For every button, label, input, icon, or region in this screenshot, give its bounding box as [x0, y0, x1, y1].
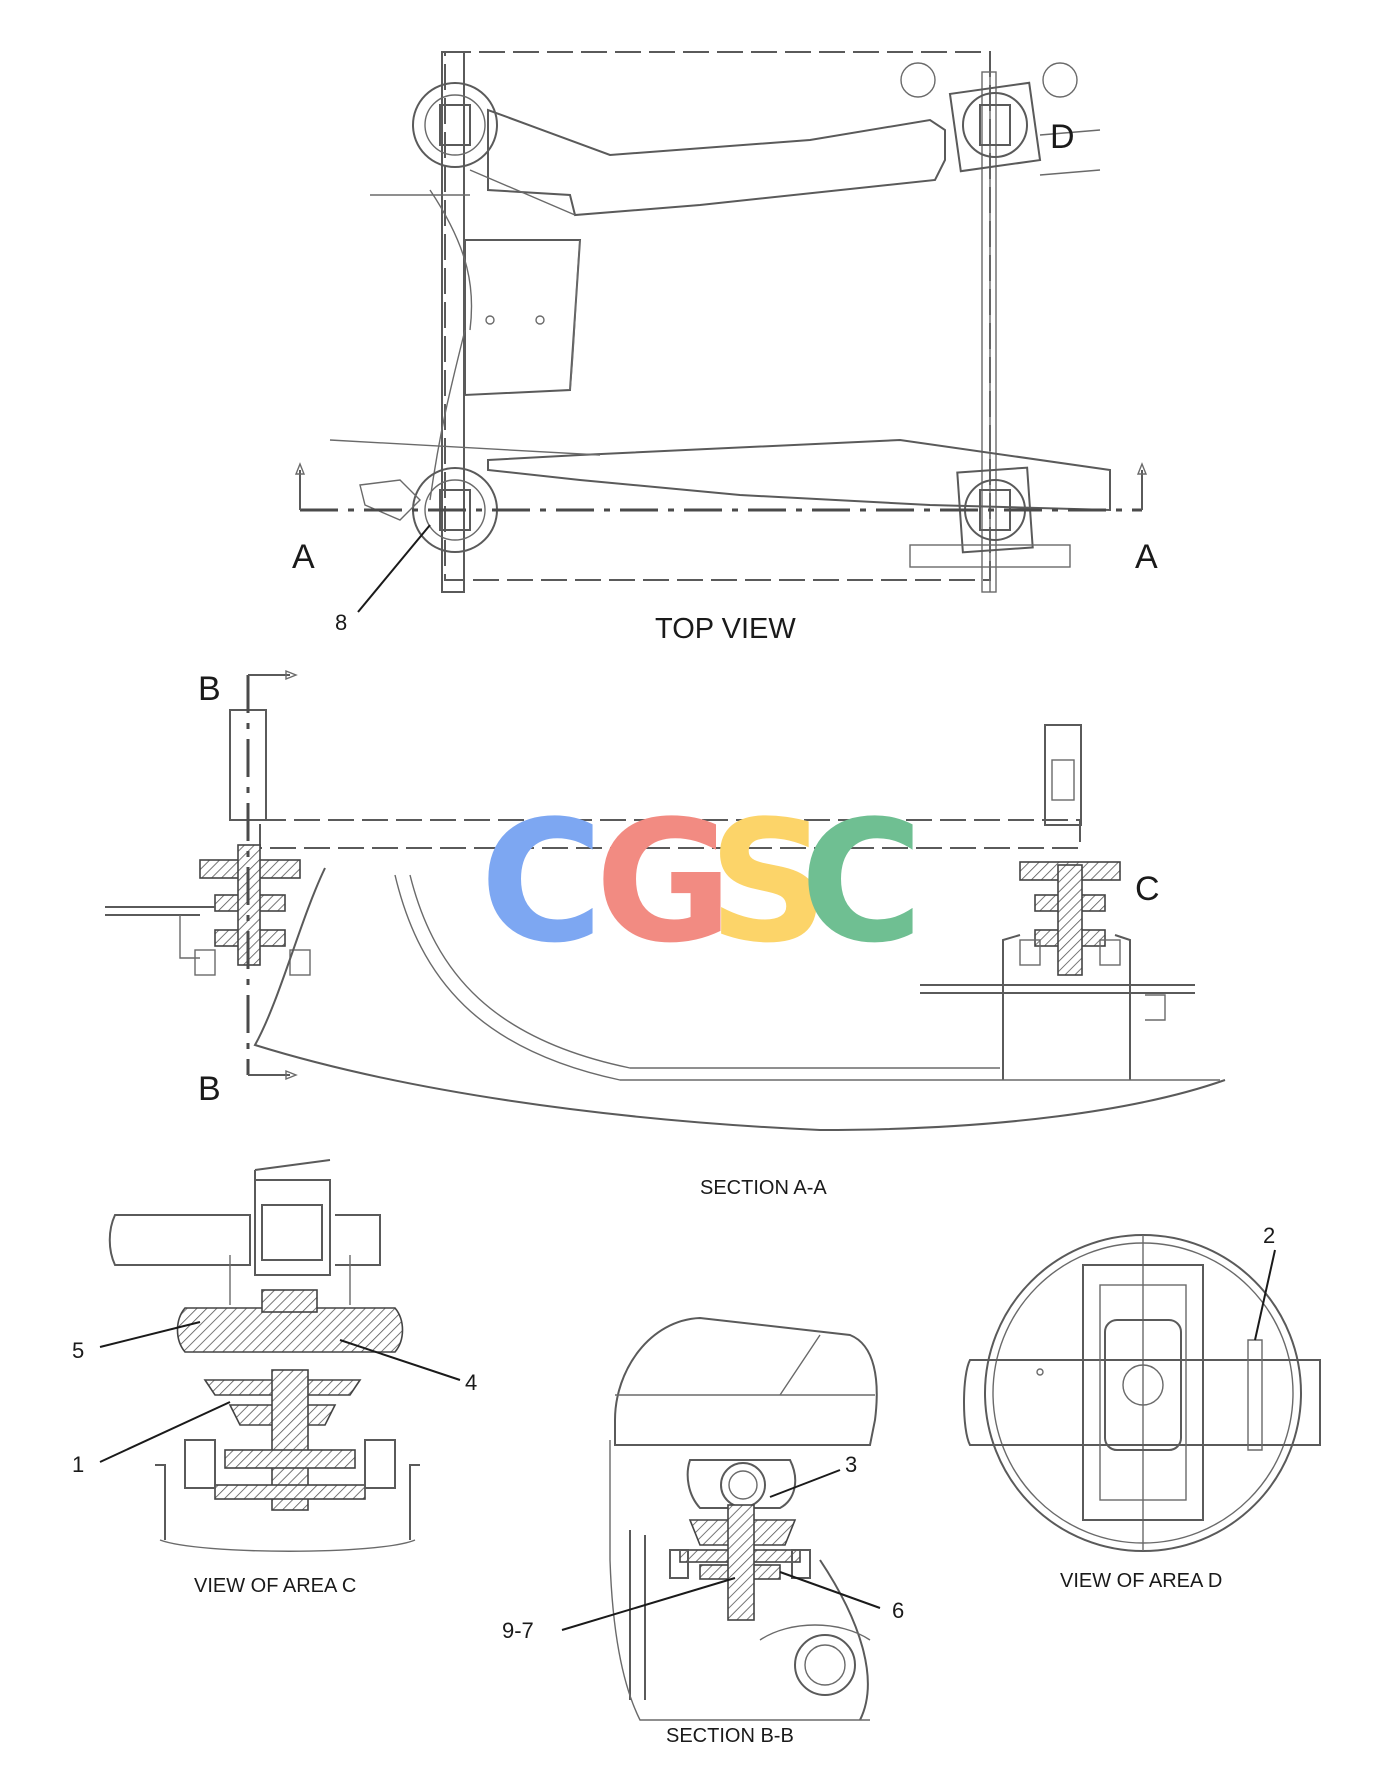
callout-5: 5	[72, 1338, 84, 1363]
callout-6: 6	[892, 1598, 904, 1623]
top-view-title: TOP VIEW	[655, 613, 796, 645]
section-marker-a-right: A	[1135, 538, 1158, 576]
top-view	[294, 51, 1148, 593]
view-area-d-title: VIEW OF AREA D	[1060, 1570, 1222, 1592]
callout-2: 2	[1263, 1223, 1275, 1248]
callout-8: 8	[335, 610, 347, 635]
callout-9-7: 9-7	[502, 1618, 534, 1643]
view-area-c	[108, 1159, 420, 1552]
mount-a-a-left	[105, 844, 311, 976]
area-marker-d: D	[1050, 118, 1075, 156]
callout-1: 1	[72, 1452, 84, 1477]
view-area-c-title: VIEW OF AREA C	[194, 1575, 356, 1597]
mount-top-left	[412, 82, 498, 168]
watermark-letter-4: C	[800, 784, 923, 980]
watermark-letter-1: C	[480, 784, 603, 980]
leader-lines	[99, 524, 1276, 1631]
area-marker-c: C	[1135, 870, 1160, 908]
section-b-b-title: SECTION B-B	[666, 1725, 794, 1747]
callout-4: 4	[465, 1370, 477, 1395]
watermark-letter-2: G	[595, 784, 733, 980]
section-marker-b-bottom: B	[198, 1070, 221, 1108]
watermark-letter-3: S	[708, 784, 829, 980]
callout-3: 3	[845, 1452, 857, 1477]
view-area-d	[963, 1234, 1321, 1552]
section-marker-a-left: A	[292, 538, 315, 576]
section-b-b	[609, 1316, 878, 1721]
section-a-a-title: SECTION A-A	[700, 1177, 827, 1199]
section-a-a	[105, 669, 1226, 1132]
mount-a-a-right	[920, 861, 1195, 1080]
mount-top-right	[962, 92, 1028, 158]
section-marker-b-top: B	[198, 670, 221, 708]
watermark-logo: C G S C	[480, 784, 923, 980]
